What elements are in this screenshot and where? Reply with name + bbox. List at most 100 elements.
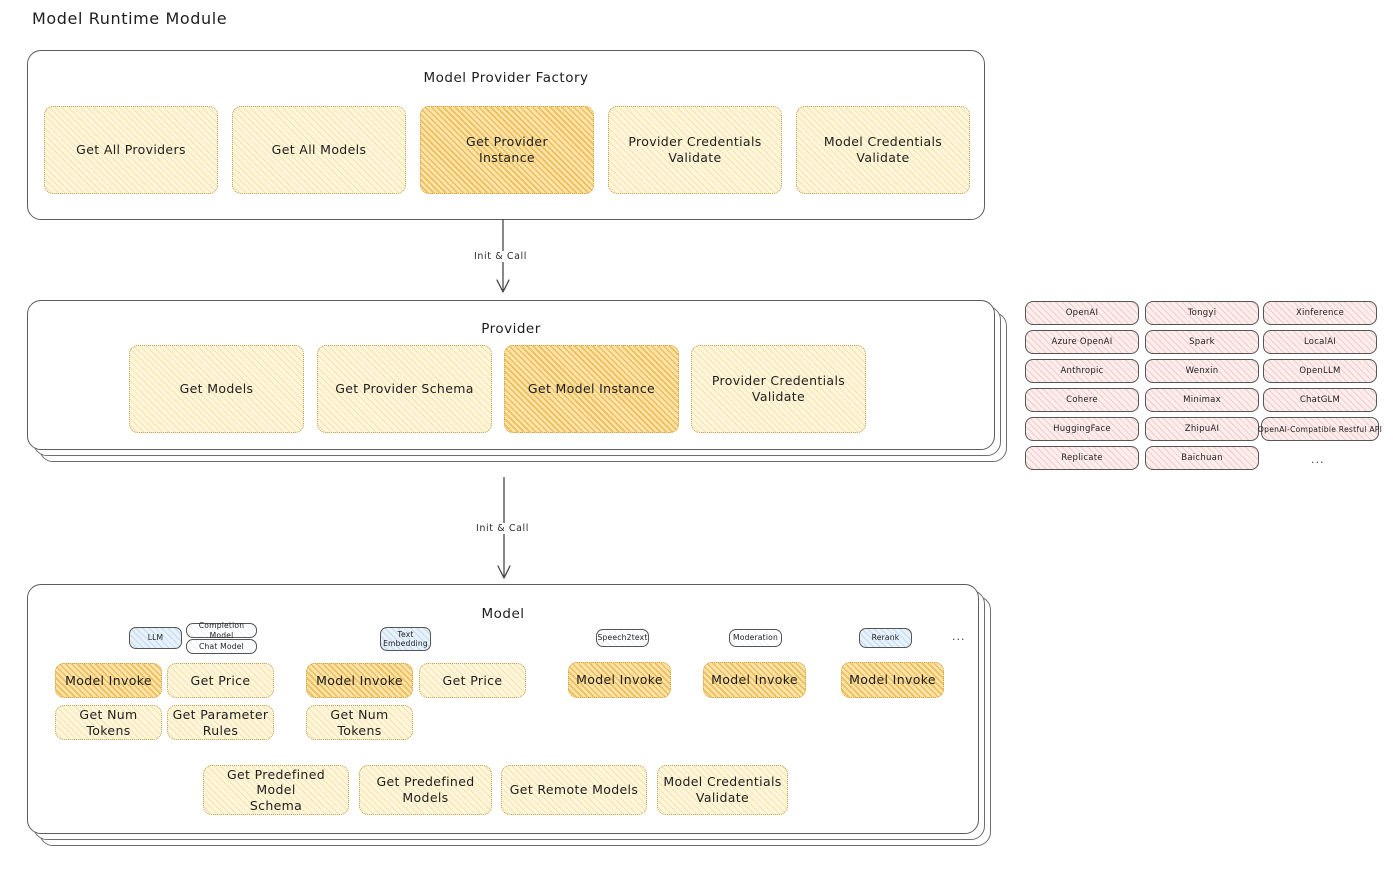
model-type-pill-label: LLM xyxy=(147,633,164,643)
speech2text-box-model-invoke[interactable]: Model Invoke xyxy=(568,662,671,698)
provider-pill-label: OpenLLM xyxy=(1299,366,1341,376)
model-type-pill-label: Rerank xyxy=(871,633,900,643)
model-box-get-predefined-model-schema[interactable]: Get Predefined Model Schema xyxy=(203,765,349,815)
model-box-label: Get Price xyxy=(442,672,503,688)
page-title: Model Runtime Module xyxy=(32,9,228,28)
model-type-pill-rerank[interactable]: Rerank xyxy=(859,628,912,648)
factory-box-model-credentials-validate[interactable]: Model Credentials Validate xyxy=(796,106,970,194)
provider-pill-label: Xinference xyxy=(1295,308,1345,318)
model-type-pill-llm[interactable]: LLM xyxy=(129,627,182,649)
factory-box-label: Get All Models xyxy=(271,142,367,158)
factory-box-label: Model Credentials Validate xyxy=(823,134,943,165)
provider-box-label: Get Provider Schema xyxy=(335,381,474,397)
provider-pill-tongyi[interactable]: Tongyi xyxy=(1145,301,1259,325)
provider-pill-localai[interactable]: LocalAI xyxy=(1263,330,1377,354)
panel-title-model: Model xyxy=(481,606,525,622)
provider-pill-spark[interactable]: Spark xyxy=(1145,330,1259,354)
rerank-box-model-invoke[interactable]: Model Invoke xyxy=(841,662,944,698)
model-box-get-remote-models[interactable]: Get Remote Models xyxy=(501,765,647,815)
provider-pill-label: Replicate xyxy=(1061,453,1103,463)
model-box-label: Model Credentials Validate xyxy=(663,774,782,805)
provider-pill-label: Azure OpenAI xyxy=(1051,337,1113,347)
model-box-label: Get Num Tokens xyxy=(330,706,389,738)
llm-box-get-price[interactable]: Get Price xyxy=(167,663,274,698)
model-type-pill-label: Speech2text xyxy=(597,633,648,643)
connector-label-init-and-call-1: Init & Call xyxy=(471,251,530,263)
text-embedding-box-model-invoke[interactable]: Model Invoke xyxy=(306,663,413,698)
provider-list-more-indicator: ... xyxy=(1311,453,1325,466)
llm-box-model-invoke[interactable]: Model Invoke xyxy=(55,663,162,698)
provider-pill-label: OpenAI xyxy=(1065,308,1099,318)
provider-pill-azure-openai[interactable]: Azure OpenAI xyxy=(1025,330,1139,354)
model-box-label: Get Remote Models xyxy=(509,782,639,798)
provider-pill-huggingface[interactable]: HuggingFace xyxy=(1025,417,1139,441)
provider-pill-label: Minimax xyxy=(1183,395,1221,405)
provider-pill-wenxin[interactable]: Wenxin xyxy=(1145,359,1259,383)
provider-box-get-provider-schema[interactable]: Get Provider Schema xyxy=(317,345,492,433)
model-box-label: Model Invoke xyxy=(711,672,798,688)
provider-pill-label: Wenxin xyxy=(1185,366,1219,376)
factory-box-get-provider-instance[interactable]: Get Provider Instance xyxy=(420,106,594,194)
model-type-pill-text-embedding[interactable]: Text Embedding xyxy=(380,627,431,651)
model-box-label: Model Invoke xyxy=(576,672,663,688)
factory-box-label: Get Provider Instance xyxy=(466,134,548,165)
model-sub-pill-completion-model[interactable]: Completion Model xyxy=(186,621,257,640)
provider-pill-label: Baichuan xyxy=(1181,453,1223,463)
provider-box-label: Provider Credentials Validate xyxy=(711,373,846,404)
model-box-label: Get Price xyxy=(190,672,251,688)
model-box-label: Model Invoke xyxy=(316,672,403,688)
llm-box-get-num-tokens[interactable]: Get Num Tokens xyxy=(55,705,162,740)
model-box-label: Get Predefined Models xyxy=(376,774,475,805)
panel-title-provider: Provider xyxy=(481,321,541,337)
provider-pill-openai-compatible-restful-api[interactable]: OpenAI-Compatible Restful API xyxy=(1257,417,1383,441)
model-sub-pill-label: Chat Model xyxy=(199,641,244,651)
factory-box-get-all-providers[interactable]: Get All Providers xyxy=(44,106,218,194)
provider-box-label: Get Models xyxy=(179,381,254,397)
model-type-pill-label: Moderation xyxy=(732,633,778,643)
provider-pill-anthropic[interactable]: Anthropic xyxy=(1025,359,1139,383)
model-box-model-credentials-validate[interactable]: Model Credentials Validate xyxy=(657,765,788,815)
moderation-box-model-invoke[interactable]: Model Invoke xyxy=(703,662,806,698)
provider-box-label: Get Model Instance xyxy=(527,381,656,397)
model-box-label: Model Invoke xyxy=(65,672,152,688)
provider-pill-chatglm[interactable]: ChatGLM xyxy=(1263,388,1377,412)
model-sub-pill-chat-model[interactable]: Chat Model xyxy=(186,639,257,654)
provider-box-get-model-instance[interactable]: Get Model Instance xyxy=(504,345,679,433)
model-box-label: Model Invoke xyxy=(849,672,936,688)
provider-pill-label: Tongyi xyxy=(1187,308,1217,318)
model-type-pill-label: Text Embedding xyxy=(383,629,428,648)
model-box-get-predefined-models[interactable]: Get Predefined Models xyxy=(359,765,492,815)
provider-pill-openllm[interactable]: OpenLLM xyxy=(1263,359,1377,383)
text-embedding-box-get-num-tokens[interactable]: Get Num Tokens xyxy=(306,705,413,740)
provider-pill-cohere[interactable]: Cohere xyxy=(1025,388,1139,412)
provider-pill-replicate[interactable]: Replicate xyxy=(1025,446,1139,470)
provider-box-get-models[interactable]: Get Models xyxy=(129,345,304,433)
provider-pill-minimax[interactable]: Minimax xyxy=(1145,388,1259,412)
provider-pill-label: Anthropic xyxy=(1060,366,1104,376)
provider-pill-label: ZhipuAI xyxy=(1184,424,1220,434)
provider-pill-label: ChatGLM xyxy=(1299,395,1341,405)
provider-pill-label: OpenAI-Compatible Restful API xyxy=(1257,424,1383,434)
model-groups-more-indicator: ... xyxy=(952,630,966,643)
model-type-pill-moderation[interactable]: Moderation xyxy=(729,629,782,647)
model-type-pill-speech2text[interactable]: Speech2text xyxy=(596,629,649,647)
llm-box-get-parameter-rules[interactable]: Get Parameter Rules xyxy=(167,705,274,740)
factory-box-provider-credentials-validate[interactable]: Provider Credentials Validate xyxy=(608,106,782,194)
panel-title-model-provider-factory: Model Provider Factory xyxy=(423,70,589,86)
text-embedding-box-get-price[interactable]: Get Price xyxy=(419,663,526,698)
factory-box-label: Provider Credentials Validate xyxy=(628,134,762,165)
factory-box-label: Get All Providers xyxy=(76,142,186,158)
provider-pill-baichuan[interactable]: Baichuan xyxy=(1145,446,1259,470)
connector-label-init-and-call-2: Init & Call xyxy=(473,523,532,535)
provider-pill-label: HuggingFace xyxy=(1053,424,1111,434)
provider-pill-xinference[interactable]: Xinference xyxy=(1263,301,1377,325)
provider-pill-openai[interactable]: OpenAI xyxy=(1025,301,1139,325)
provider-pill-zhipuai[interactable]: ZhipuAI xyxy=(1145,417,1259,441)
model-box-label: Get Parameter Rules xyxy=(172,706,269,738)
provider-box-provider-credentials-validate[interactable]: Provider Credentials Validate xyxy=(691,345,866,433)
provider-pill-label: Cohere xyxy=(1066,395,1098,405)
factory-box-get-all-models[interactable]: Get All Models xyxy=(232,106,406,194)
model-box-label: Get Predefined Model Schema xyxy=(226,766,326,813)
model-sub-pill-label: Completion Model xyxy=(198,621,245,640)
